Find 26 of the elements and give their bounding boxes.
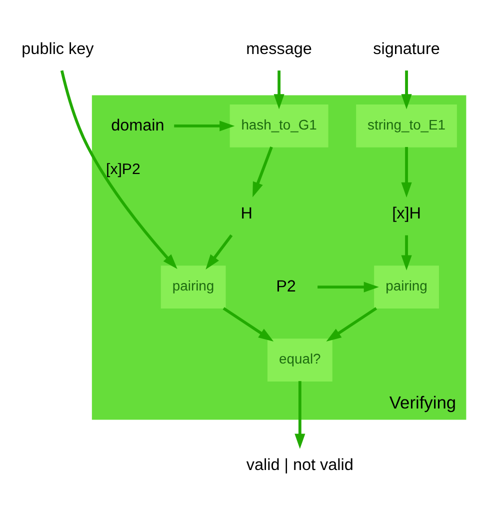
node-text: signature [373, 40, 440, 58]
arrow [326, 307, 378, 342]
arrow [222, 307, 274, 342]
node-text: domain [111, 116, 164, 134]
arrow [274, 70, 284, 110]
node-box: pairing [160, 266, 226, 308]
edge-label: [x]P2 [106, 160, 140, 178]
arrow [206, 234, 233, 270]
arrow [174, 120, 235, 132]
node-box: string_to_E1 [356, 104, 457, 148]
node-box: equal? [267, 338, 332, 382]
node-text: [x]H [392, 204, 421, 222]
node-box: hash_to_G1 [230, 104, 328, 148]
arrow [294, 381, 306, 449]
node-text: message [246, 40, 312, 58]
node-text: H [240, 204, 252, 222]
arrow [401, 147, 412, 198]
arrow [318, 282, 379, 292]
arrow [252, 146, 273, 198]
node-text: public key [22, 40, 94, 58]
arrow [401, 235, 412, 270]
node-box: pairing [374, 266, 439, 308]
arrow [401, 70, 412, 110]
node-text: P2 [276, 277, 296, 296]
arrow [60, 70, 178, 270]
node-text: valid | not valid [246, 456, 354, 474]
